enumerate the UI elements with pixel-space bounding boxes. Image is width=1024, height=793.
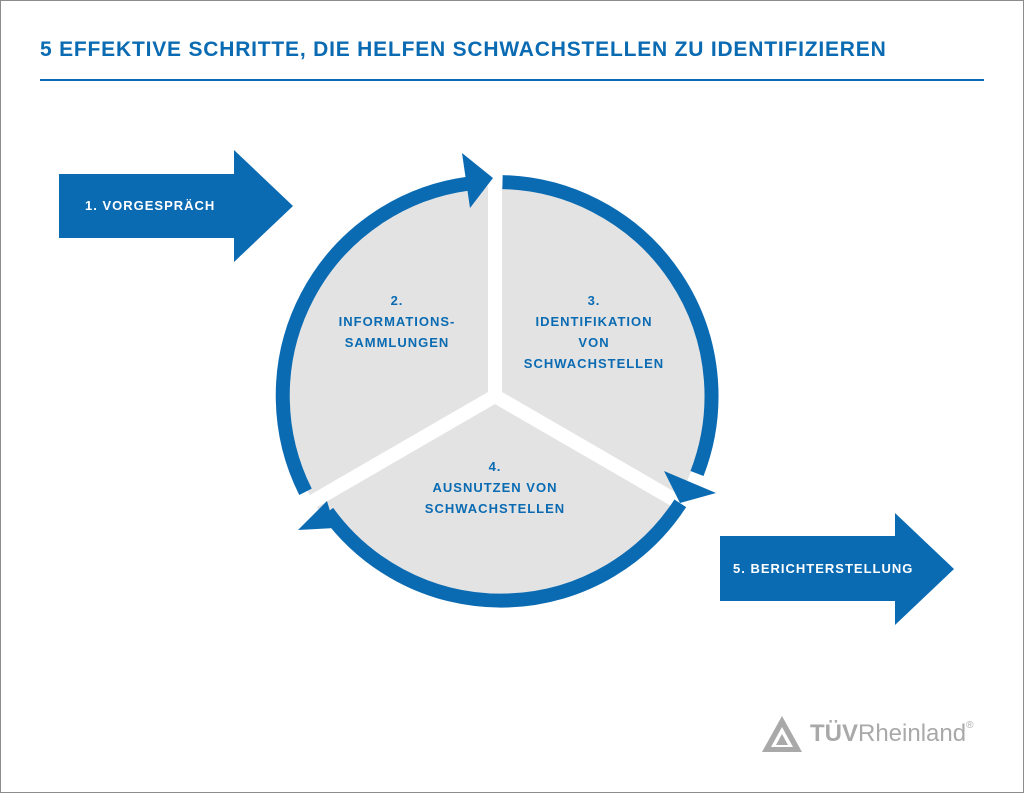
arc-2-to-3 <box>275 176 469 495</box>
step1-arrow <box>59 150 293 262</box>
cycle-arrowheads <box>298 153 716 530</box>
step4-label: 4. AUSNUTZEN VON SCHWACHSTELLEN <box>424 459 566 516</box>
step1-label: 1. VORGESPRÄCH <box>85 198 216 213</box>
logo-tuv: TÜV <box>810 720 858 747</box>
page-title: 5 EFFEKTIVE SCHRITTE, DIE HELFEN SCHWACH… <box>40 38 887 61</box>
step5-arrow <box>720 513 954 625</box>
step2-label: 2. INFORMATIONS- SAMMLUNGEN <box>338 293 456 350</box>
arrowhead-right <box>664 471 716 503</box>
arrowhead-top <box>462 153 493 208</box>
step3-label: 3. IDENTIFIKATION VON SCHWACHSTELLEN <box>523 293 665 371</box>
title-divider <box>40 79 984 81</box>
logo-reg: ® <box>966 720 974 731</box>
arrowhead-left <box>298 501 335 530</box>
logo-rheinland: Rheinland <box>858 720 967 747</box>
arc-3-to-4 <box>502 175 719 477</box>
tuv-triangle-icon <box>762 716 802 752</box>
arc-4-to-2 <box>321 499 687 608</box>
cycle-arrows <box>275 175 719 608</box>
tuv-rheinland-logo: TÜVRheinland® <box>760 712 973 756</box>
step5-label: 5. BERICHTERSTELLUNG <box>733 561 914 576</box>
pie-circle <box>284 170 706 607</box>
